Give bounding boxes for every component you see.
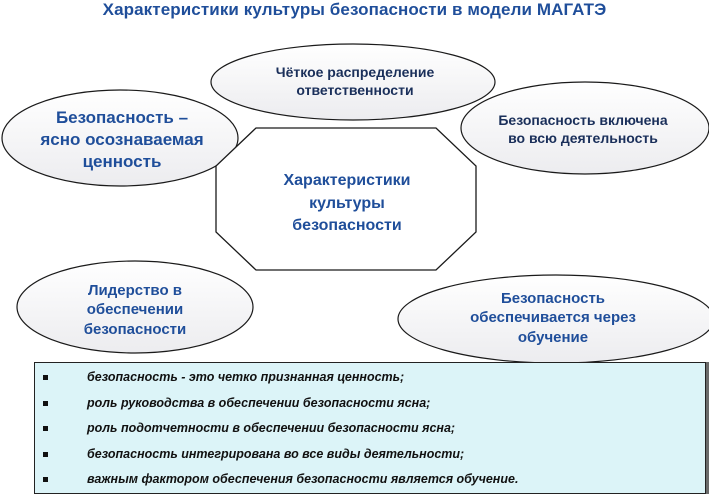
node-left: Безопасность – ясно осознаваемая ценност… [6, 100, 238, 180]
node-top: Чёткое распределение ответственности [222, 56, 488, 108]
center-line-2: культуры [309, 194, 385, 212]
center-line-3: безопасности [292, 217, 402, 235]
list-item: важным фактором обеспечения безопасности… [35, 467, 705, 493]
bullet-icon [43, 426, 48, 431]
node-left-line-3: ценность [82, 151, 162, 171]
node-right-line-1: Безопасность включена [498, 112, 668, 129]
list-item: безопасность интегрирована во все виды д… [35, 442, 705, 468]
node-bottom-left: Лидерство в обеспечении безопасности [20, 270, 250, 350]
characteristics-list: безопасность - это четко признанная ценн… [35, 363, 705, 493]
list-item-text: важным фактором обеспечения безопасности… [87, 472, 519, 486]
page-title: Характеристики культуры безопасности в м… [102, 0, 607, 19]
node-bottom-right-line-2: обеспечивается через [470, 309, 636, 327]
node-top-line-1: Чёткое распределение [275, 64, 435, 81]
node-top-shape [210, 43, 496, 121]
node-bottom-right: Безопасность обеспечивается через обучен… [400, 278, 706, 358]
node-right-shape [460, 81, 709, 175]
bullet-icon [43, 451, 48, 457]
node-bottom-left-line-3: безопасности [83, 320, 187, 338]
characteristics-list-box: безопасность - это четко признанная ценн… [34, 362, 706, 494]
node-bottom-left-line-1: Лидерство в [87, 282, 183, 300]
node-bottom-left-line-2: обеспечении [86, 301, 184, 319]
center-octagon [215, 127, 477, 271]
list-item: роль руководства в обеспечении безопасно… [35, 391, 705, 417]
node-left-shape [1, 89, 239, 187]
node-right-line-2: во всю деятельность [508, 130, 658, 146]
node-top-line-2: ответственности [296, 82, 414, 98]
node-right: Безопасность включена во всю деятельност… [460, 100, 706, 160]
bullet-icon [43, 375, 48, 380]
node-bottom-right-line-1: Безопасность [500, 290, 606, 308]
list-item-text: безопасность интегрирована во все виды д… [87, 446, 465, 461]
node-bottom-right-line-3: обучение [517, 328, 589, 346]
list-item-text: безопасность - это четко признанная ценн… [87, 370, 405, 384]
center-node: Характеристики культуры безопасности [230, 160, 464, 248]
list-item-text: роль руководства в обеспечении безопасно… [87, 395, 431, 410]
center-line-1: Характеристики [283, 172, 411, 190]
node-bottom-left-shape [16, 260, 254, 354]
list-item: безопасность - это четко признанная ценн… [35, 365, 705, 391]
list-item-text: роль подотчетности в обеспечении безопас… [87, 421, 456, 435]
bullet-icon [43, 477, 48, 482]
node-left-line-1: Безопасность – [55, 108, 189, 128]
bullet-icon [43, 400, 48, 406]
list-item: роль подотчетности в обеспечении безопас… [35, 416, 705, 442]
node-left-line-2: ясно осознаваемая [40, 130, 204, 150]
